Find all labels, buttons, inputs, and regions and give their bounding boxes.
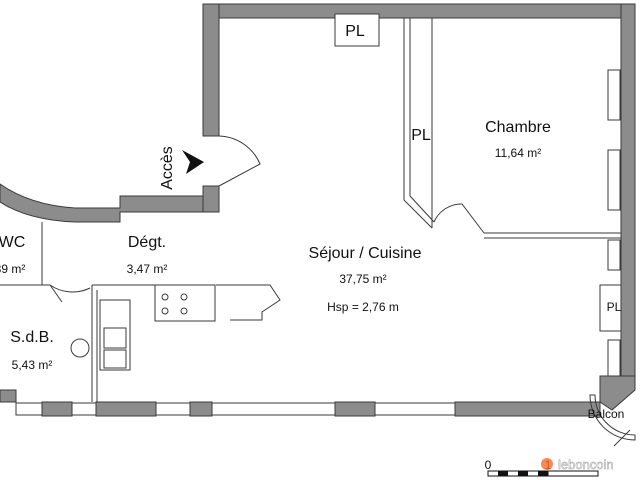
room-area-chambre: 11,64 m² (495, 146, 541, 160)
room-name-balcon: Balcon (588, 407, 625, 421)
watermark: leboncoin (541, 457, 614, 472)
kitchen-fixtures (70, 284, 281, 371)
room-area-sdb: 5,43 m² (12, 358, 53, 372)
room-name-wc: WC (0, 234, 25, 251)
walls (0, 3, 636, 417)
labels: Séjour / Cuisine 37,75 m² Hsp = 2,76 m C… (0, 23, 624, 421)
room-name-sejour: Séjour / Cuisine (309, 245, 422, 262)
ceiling-height: Hsp = 2,76 m (327, 300, 399, 314)
storage-right-label: PL (607, 300, 622, 314)
storage-chambre-label: PL (411, 127, 431, 144)
entrance-arrow-icon (182, 150, 204, 174)
room-name-degt: Dégt. (128, 234, 166, 251)
storage-top-label: PL (345, 23, 365, 40)
room-area-sejour: 37,75 m² (339, 272, 386, 286)
watermark-text: leboncoin (558, 457, 614, 472)
room-area-degt: 3,47 m² (127, 262, 168, 276)
room-area-wc: 89 m² (0, 262, 25, 276)
partitions (0, 13, 636, 447)
room-name-chambre: Chambre (485, 119, 551, 136)
access-label: Accès (159, 146, 176, 190)
room-name-sdb: S.d.B. (10, 329, 54, 346)
scale-zero: 0 (485, 458, 492, 472)
watermark-logo-icon (541, 458, 553, 470)
